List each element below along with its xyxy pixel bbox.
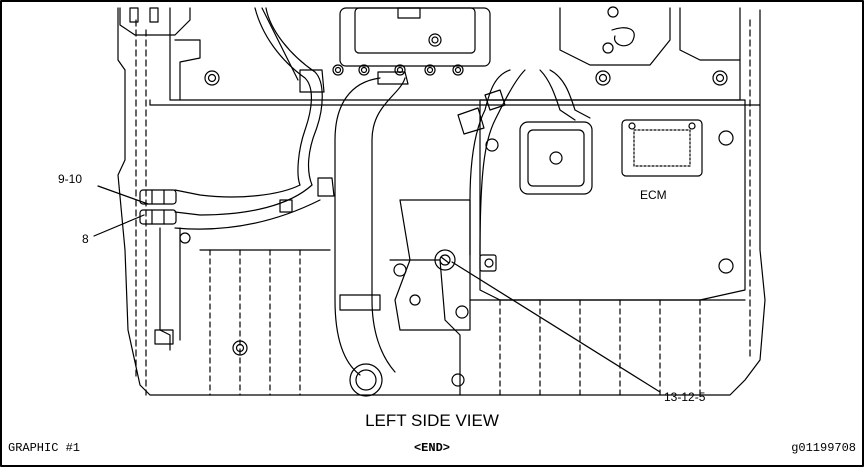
ecm-harness xyxy=(469,69,511,256)
sensor-13-12-5 xyxy=(434,249,456,271)
lower-left-bolt xyxy=(232,340,248,356)
footer-end-marker: <END> xyxy=(413,441,450,455)
upper-bolt-inner xyxy=(431,36,439,44)
block-dashed-edge xyxy=(135,19,751,396)
ecm-left-module-bolt xyxy=(549,151,563,165)
leader-line-13-12-5 xyxy=(451,261,661,393)
left-rod-bolt xyxy=(179,232,191,244)
left-bracket-arm xyxy=(174,39,201,101)
ecm-harness-branch-2 xyxy=(549,69,591,119)
harness-to-left-connectors xyxy=(174,184,301,198)
left-vertical-rod xyxy=(159,227,181,351)
ecm-connector-2 xyxy=(457,107,485,135)
ecm-right-module xyxy=(621,119,703,177)
upper-bolt xyxy=(428,33,442,47)
ecm-harness-2 xyxy=(479,69,526,256)
view-title: LEFT SIDE VIEW xyxy=(365,411,499,430)
leader-line-9-10 xyxy=(97,185,149,205)
ecm-left-module xyxy=(519,121,593,195)
intake-tube-band xyxy=(339,294,381,311)
ecm-connector-1 xyxy=(484,89,506,111)
ecm-right-bolt-1 xyxy=(628,122,636,130)
harness-clip-3 xyxy=(279,199,293,213)
leader-line-top xyxy=(261,7,299,81)
middle-bolt-1 xyxy=(393,263,407,277)
footer-graphic-number: GRAPHIC #1 xyxy=(8,441,81,455)
intake-tube-outer xyxy=(334,77,381,376)
leader-line-8 xyxy=(93,214,145,237)
middle-bolt-2 xyxy=(409,294,421,306)
upper-housing xyxy=(339,7,491,67)
upper-bolts xyxy=(204,64,728,86)
intake-tube-cap xyxy=(377,71,409,85)
intake-tube-outlet-inner xyxy=(355,369,377,391)
lower-rib-edge xyxy=(199,249,746,301)
engine-block-outline xyxy=(117,7,766,396)
ecm-label: ECM xyxy=(640,188,667,202)
ecm-harness-branch xyxy=(539,69,576,121)
upper-right-hook xyxy=(611,27,635,47)
left-upper-sensor xyxy=(129,7,139,23)
lower-ribs xyxy=(209,249,701,396)
upper-housing-inner xyxy=(354,7,476,54)
harness-main xyxy=(254,7,312,186)
upper-right-bracket xyxy=(559,7,671,66)
footer-graphic-id: g01199708 xyxy=(791,441,856,455)
intake-tube-inner xyxy=(371,77,406,373)
upper-cover xyxy=(169,7,741,101)
ecm-housing-bolt-2 xyxy=(718,258,734,274)
sensor-bolt xyxy=(484,258,494,268)
harness-clip-2 xyxy=(317,177,335,197)
upper-right-bolt-2 xyxy=(602,42,614,54)
ecm-right-module-inner xyxy=(633,129,691,167)
harness-clip xyxy=(299,69,325,93)
harness-main-2 xyxy=(265,7,323,186)
upper-small-plate xyxy=(397,7,421,19)
ecm-right-bolt-2 xyxy=(688,122,696,130)
ecm-connector-bolt xyxy=(485,138,499,152)
left-upper-bracket xyxy=(119,7,191,36)
upper-right-bolt xyxy=(607,6,619,18)
sensor-connector xyxy=(479,254,497,272)
callout-9-10: 9-10 xyxy=(58,172,83,186)
middle-panel xyxy=(394,199,471,331)
left-rod-block xyxy=(154,329,174,345)
callout-13-12-5: 13-12-5 xyxy=(664,390,706,404)
upper-cover-lower-edge xyxy=(149,99,761,106)
callout-8: 8 xyxy=(82,232,89,246)
ecm-housing-bolt-1 xyxy=(718,130,734,146)
upper-far-right xyxy=(679,7,741,61)
lower-left-bolt-inner xyxy=(235,343,245,353)
intake-tube-outlet xyxy=(349,363,383,397)
harness-to-left-connectors-2 xyxy=(174,184,313,216)
middle-lower-bracket xyxy=(389,259,461,396)
left-upper-sensor-2 xyxy=(149,7,159,23)
ecm-left-module-inner xyxy=(527,129,585,187)
harness-lower-loop xyxy=(174,199,321,230)
middle-bolt-3 xyxy=(455,305,469,319)
middle-bolt-4 xyxy=(451,373,465,387)
